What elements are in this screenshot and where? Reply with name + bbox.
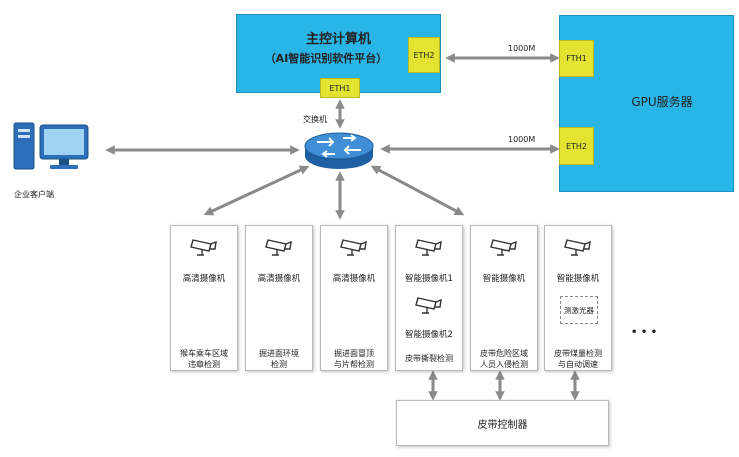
camera-card-2: 高清摄像机 掘进面环境 检测 <box>245 225 313 371</box>
link-label-top: 1000M <box>508 44 536 53</box>
camera-card-5: 智能摄像机 皮带危险区域 人员入侵检测 <box>470 225 538 371</box>
laser-sensor-box: 测激光器 <box>560 296 598 324</box>
camera-caption-line1: 掘进面环境 <box>259 349 299 358</box>
link-switch-cam4 <box>370 165 465 216</box>
switch-label: 交换机 <box>303 115 327 124</box>
main-computer-title: 主控计算机 <box>305 32 371 47</box>
camera-caption-line1: 掘进面冒顶 <box>334 349 374 358</box>
camera-card-6: 智能摄像机 测激光器 皮带煤量检测 与自动调速 <box>544 225 612 371</box>
camera-label: 智能摄像机1 <box>405 274 453 284</box>
camera-label: 高清摄像机 <box>257 274 301 284</box>
main-eth2-port: ETH2 <box>408 37 440 73</box>
link-switch-cam1 <box>203 165 310 216</box>
camera-icon <box>265 239 292 256</box>
camera-caption-line1: 皮带危险区域 <box>480 349 528 358</box>
camera-caption-line1: 猴车乘车区域 <box>180 349 228 358</box>
more-cameras-ellipsis: • • • <box>631 327 658 338</box>
main-computer-subtitle: （AI智能识别软件平台） <box>264 52 388 65</box>
camera-caption-line2: 违章检测 <box>188 360 220 369</box>
camera-label: 高清摄像机 <box>332 274 376 284</box>
camera-caption-line2: 人员入侵检测 <box>480 360 528 369</box>
camera-card-4: 智能摄像机1 智能摄像机2 皮带撕裂检测 <box>395 225 463 371</box>
belt-controller-label: 皮带控制器 <box>477 419 528 431</box>
client-label: 企业客户端 <box>14 190 54 199</box>
camera-label-2: 智能摄像机2 <box>405 330 453 340</box>
camera-icon <box>490 239 517 256</box>
camera-label: 高清摄像机 <box>182 274 226 284</box>
gpu-eth2-port: ETH2 <box>559 127 594 165</box>
camera-label: 智能摄像机 <box>556 274 600 284</box>
switch-icon <box>304 132 374 169</box>
camera-card-1: 高清摄像机 猴车乘车区域 违章检测 <box>170 225 238 371</box>
camera-icon <box>564 239 591 256</box>
gpu-server-title: GPU服务器 <box>631 95 693 109</box>
camera-caption-line2: 与自动调速 <box>558 360 598 369</box>
camera-icon <box>415 239 442 256</box>
belt-controller-box: 皮带控制器 <box>396 400 609 446</box>
camera-caption-line2: 检测 <box>271 360 287 369</box>
link-label-middle: 1000M <box>508 135 536 144</box>
desktop-computer-icon <box>13 122 89 170</box>
camera-icon <box>190 239 217 256</box>
camera-label: 智能摄像机 <box>482 274 526 284</box>
camera-icon <box>340 239 367 256</box>
laser-sensor-label: 测激光器 <box>564 305 594 315</box>
gpu-fth1-port: FTH1 <box>559 40 594 77</box>
camera-caption-line1: 皮带煤量检测 <box>554 349 602 358</box>
main-eth1-port: ETH1 <box>320 78 360 98</box>
camera-icon <box>415 297 442 314</box>
camera-card-3: 高清摄像机 掘进面冒顶 与片帮检测 <box>320 225 388 371</box>
camera-caption-line2: 与片帮检测 <box>334 360 374 369</box>
camera-caption-line1: 皮带撕裂检测 <box>405 354 453 363</box>
